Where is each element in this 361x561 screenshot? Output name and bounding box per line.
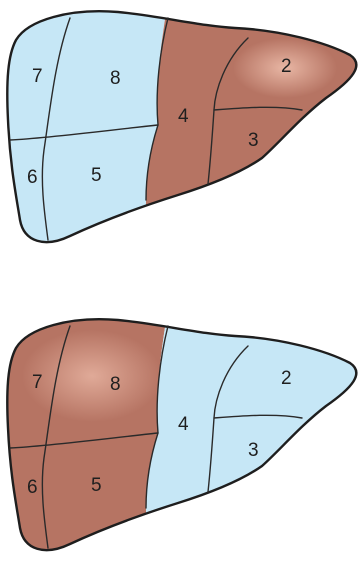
segment-label-7: 7: [32, 372, 43, 393]
segment-label-4: 4: [178, 414, 189, 435]
segment-label-6: 6: [27, 477, 38, 498]
segment-label-3: 3: [248, 130, 259, 151]
segment-label-6: 6: [27, 167, 38, 188]
segment-label-5: 5: [91, 165, 102, 186]
segment-label-4: 4: [178, 106, 189, 127]
liver-diagram-top: 7 8 6 5 4 2 3: [0, 0, 361, 260]
segment-label-8: 8: [110, 374, 121, 395]
segment-label-5: 5: [91, 475, 102, 496]
segment-label-8: 8: [110, 68, 121, 89]
segment-label-7: 7: [32, 66, 43, 87]
segment-label-3: 3: [248, 440, 259, 461]
segment-label-2: 2: [281, 368, 292, 389]
right-lobe-region: [0, 0, 168, 260]
segment-label-2: 2: [281, 56, 292, 77]
liver-diagram-bottom: 7 8 6 5 4 2 3: [0, 308, 361, 561]
segment-7-8-highlight: [22, 330, 162, 422]
